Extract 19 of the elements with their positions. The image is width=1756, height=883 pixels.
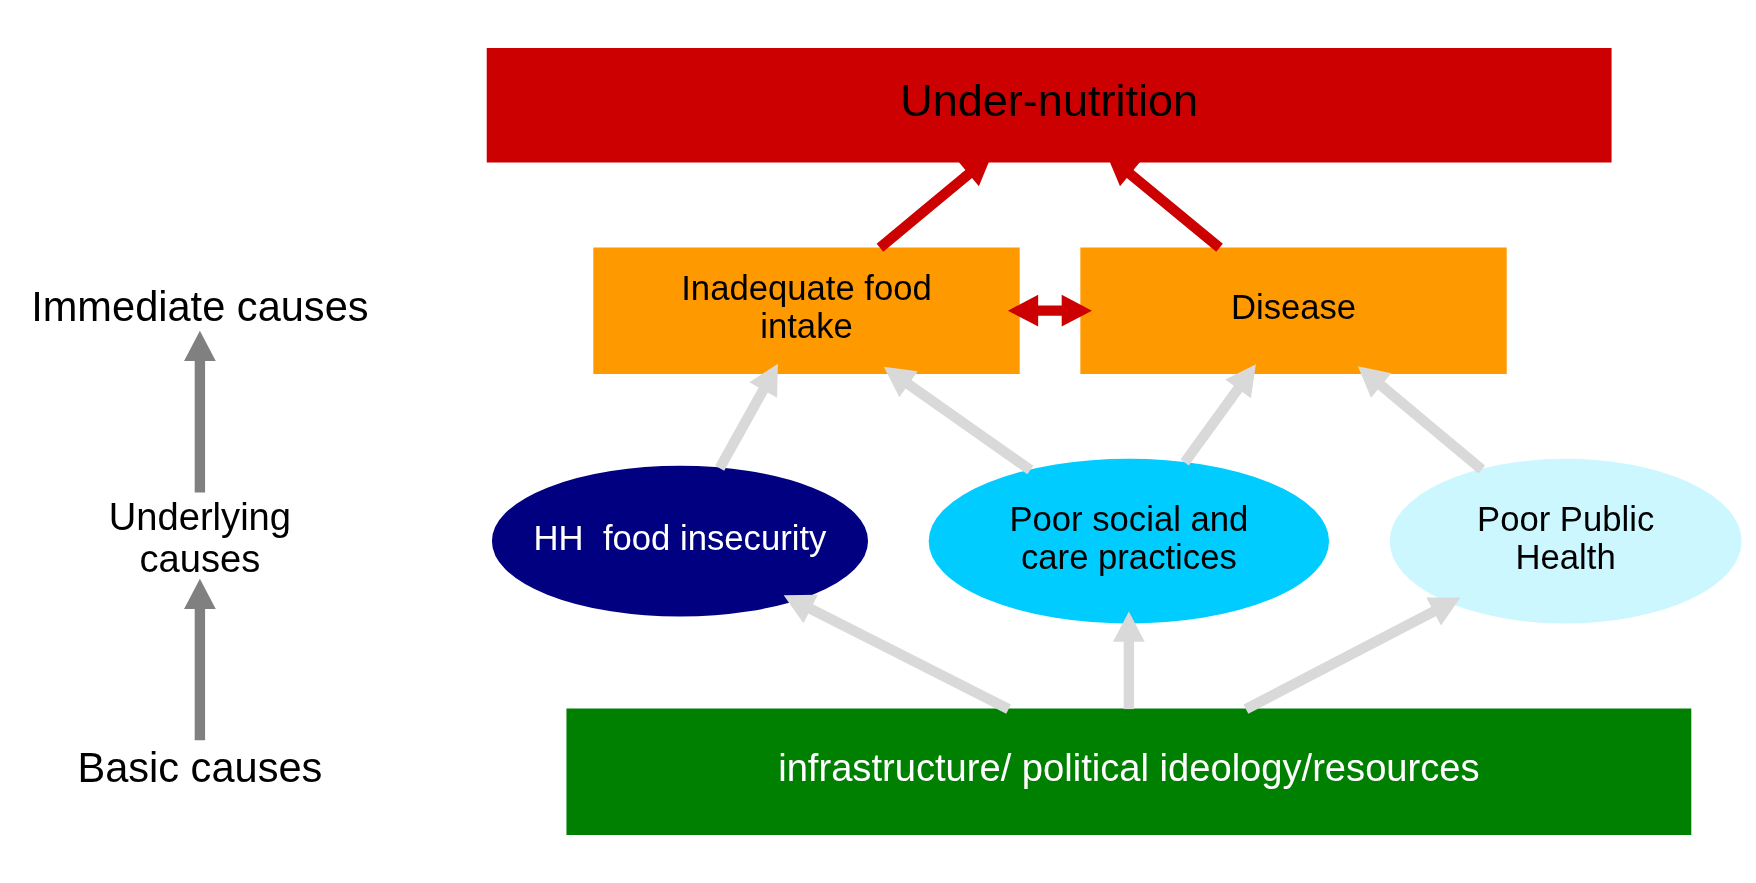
node-text: Underlying causes — [108, 495, 292, 580]
arrow — [883, 366, 1034, 475]
node-ellipse: HH food insecurity — [491, 465, 869, 617]
node-text: Immediate causes — [31, 283, 369, 331]
arrow — [1180, 364, 1256, 466]
node-box: Under-nutrition — [486, 48, 1612, 163]
arrow — [1113, 611, 1145, 710]
node-box: Disease — [1080, 247, 1507, 374]
node-box: infrastructure/ political ideology/resources — [566, 708, 1692, 835]
arrow — [184, 578, 216, 741]
arrow — [715, 363, 778, 471]
arrow — [1007, 294, 1092, 327]
arrow — [783, 594, 1011, 714]
node-box: Inadequate food intake — [593, 247, 1020, 374]
arrow — [184, 330, 216, 493]
node-text: Basic causes — [77, 744, 323, 792]
arrow — [1357, 366, 1486, 474]
node-ellipse: Poor social and care practices — [928, 458, 1330, 624]
arrow — [1243, 597, 1461, 714]
